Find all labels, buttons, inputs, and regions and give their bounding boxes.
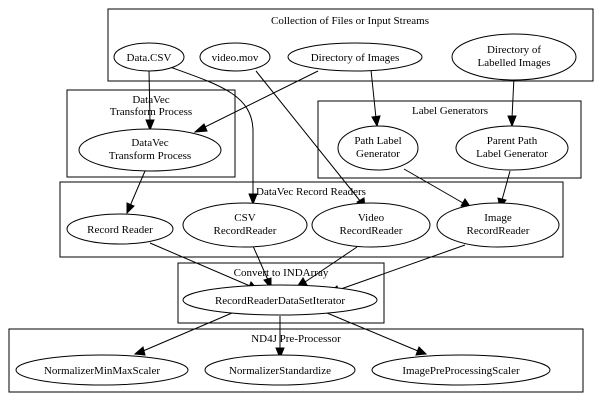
node-directory-of-images: Directory of Images: [287, 42, 423, 72]
edge-dirimages-to-pathlabel: [370, 69, 377, 119]
node-image-preprocessing-scaler: ImagePreProcessingScaler: [371, 354, 551, 386]
cluster-transform-box: [66, 89, 236, 178]
cluster-convert-label: Convert to INDArray: [234, 267, 329, 279]
node-label: RecordReader: [214, 225, 277, 237]
edge-arrow: [133, 346, 146, 356]
node-video-recordreader: Video RecordReader: [311, 202, 431, 248]
edge-parentpath-to-imagereader: [501, 170, 511, 201]
node-label: NormalizerMinMaxScaler: [44, 365, 160, 377]
node-label: CSV: [234, 212, 255, 224]
cluster-readers-label: DataVec Record Readers: [256, 186, 366, 198]
node-label: Path Label: [354, 135, 401, 147]
node-video-mov: video.mov: [199, 42, 271, 72]
node-label: Generator: [356, 148, 400, 160]
node-label: Transform Process: [109, 150, 191, 162]
node-data-csv: Data.CSV: [113, 42, 185, 72]
edge-arrow: [275, 347, 285, 360]
edge-arrow: [126, 202, 135, 215]
node-label: Record Reader: [87, 224, 153, 236]
cluster-input-box: [107, 8, 594, 82]
cluster-preproc-label: ND4J Pre-Processor: [251, 333, 341, 345]
node-csv-recordreader: CSV RecordReader: [182, 202, 308, 248]
node-directory-of-labelled-images: Directory of Labelled Images: [451, 33, 577, 81]
node-transform-process: DataVec Transform Process: [78, 128, 222, 172]
cluster-preproc-box: [8, 328, 584, 393]
edge-arrow: [193, 123, 208, 133]
node-label: Video: [358, 212, 385, 224]
node-label: DataVec: [131, 137, 168, 149]
edge-arrow: [248, 193, 258, 206]
node-label: Directory of Images: [311, 52, 400, 64]
node-label: RecordReader: [340, 225, 403, 237]
node-label: Labelled Images: [478, 57, 551, 69]
node-image-recordreader: Image RecordReader: [436, 202, 560, 248]
edge-iterator-to-imagescaler: [326, 312, 419, 352]
edge-csv-to-csvreader: [169, 66, 254, 196]
edge-iterator-to-minmax: [142, 312, 233, 352]
node-label: Directory of: [487, 44, 541, 56]
node-normalizer-standardize: NormalizerStandardize: [204, 354, 356, 386]
edge-pathlabel-to-imagereader: [403, 168, 464, 204]
node-recordreader-dataset-iterator: RecordReaderDataSetIterator: [182, 284, 378, 316]
edge-csv-to-transform: [148, 69, 151, 123]
cluster-transform-label-2: Transform Process: [110, 106, 192, 118]
edge-video-to-videoreader: [255, 70, 362, 203]
edge-labelled-to-parentpath: [511, 76, 515, 119]
edge-arrow: [371, 115, 381, 128]
node-label: Data.CSV: [127, 52, 172, 64]
node-normalizer-minmax-scaler: NormalizerMinMaxScaler: [15, 354, 189, 386]
node-label: video.mov: [212, 52, 259, 64]
node-record-reader: Record Reader: [66, 213, 174, 245]
node-label: Label Generator: [476, 148, 548, 160]
node-label: Image: [484, 212, 512, 224]
edge-transform-to-recordreader: [129, 170, 146, 207]
edge-csvreader-to-iterator: [252, 245, 269, 281]
edge-arrow: [415, 346, 428, 356]
edge-arrow: [507, 115, 517, 128]
edge-arrow: [145, 119, 155, 132]
node-label: Parent Path: [487, 135, 538, 147]
node-parent-path-label-generator: Parent Path Label Generator: [455, 125, 569, 171]
cluster-readers-box: [59, 181, 564, 258]
node-path-label-generator: Path Label Generator: [337, 125, 419, 171]
edge-imagereader-to-iterator: [337, 244, 466, 291]
node-label: ImagePreProcessingScaler: [402, 365, 520, 377]
edge-recordreader-to-iterator: [149, 242, 251, 287]
node-label: RecordReaderDataSetIterator: [215, 295, 345, 307]
cluster-labels-label: Label Generators: [412, 105, 488, 117]
cluster-labels-box: [317, 100, 582, 179]
edge-dirimages-to-transform: [202, 70, 319, 129]
node-label: NormalizerStandardize: [229, 365, 331, 377]
cluster-transform-label-1: DataVec: [132, 94, 169, 106]
node-label: RecordReader: [467, 225, 530, 237]
edge-videoreader-to-iterator: [304, 246, 358, 283]
cluster-input-label: Collection of Files or Input Streams: [271, 15, 429, 27]
cluster-convert-box: [177, 262, 385, 324]
